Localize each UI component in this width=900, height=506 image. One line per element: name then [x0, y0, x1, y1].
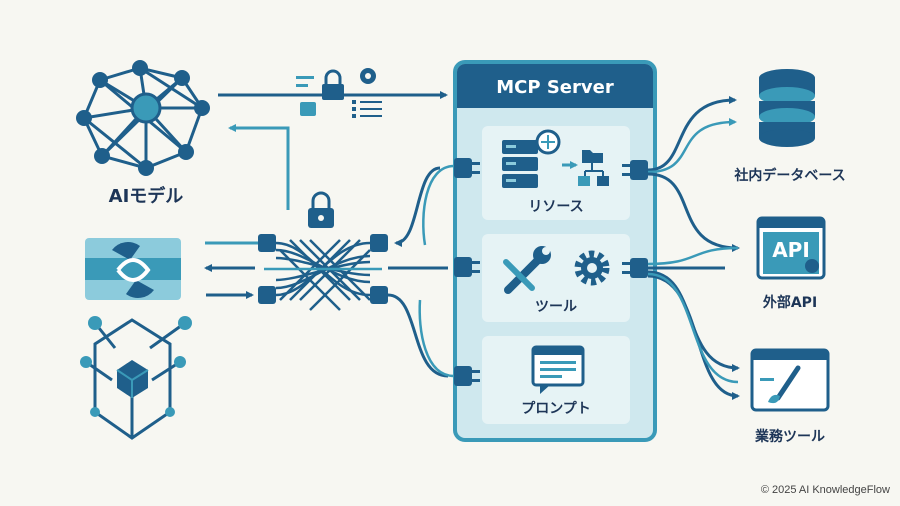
section-label-prompts: プロンプト — [521, 401, 591, 417]
copyright-text: © 2025 AI KnowledgeFlow — [760, 484, 890, 496]
connector-hub-icon — [85, 238, 181, 300]
prompt-section — [482, 336, 630, 424]
folder-tree-icon — [578, 150, 609, 186]
resource-section — [482, 126, 630, 220]
tool-section — [482, 234, 630, 322]
wrench-icon — [503, 246, 551, 294]
api-badge-text: API — [772, 238, 810, 262]
external-api-label: 外部API — [762, 295, 818, 311]
lock-icon-top — [296, 69, 344, 100]
business-tools-label: 業務ツール — [755, 429, 825, 445]
center-connector-mesh — [258, 234, 388, 311]
ai-model-network-icon — [76, 60, 210, 176]
mcp-server-title: MCP Server — [496, 76, 614, 98]
gear-icon — [574, 250, 610, 286]
chat-window-icon — [531, 345, 585, 394]
lock-icon-middle — [308, 191, 334, 228]
document-lines-icon — [300, 100, 382, 118]
response-arrow — [228, 124, 290, 210]
api-window-icon — [756, 216, 826, 280]
right-connection-lines — [647, 96, 740, 400]
internal-database-label: 社内データベース — [734, 168, 846, 184]
server-left-plugs — [454, 158, 480, 386]
server-right-plugs — [622, 160, 648, 278]
brush-window-icon — [750, 348, 830, 412]
cube-network-icon — [80, 316, 192, 440]
database-icon — [759, 69, 815, 147]
section-label-tools: ツール — [535, 299, 577, 315]
left-connection-lines — [204, 241, 258, 299]
settings-icon-top — [360, 68, 376, 84]
server-rack-icon — [502, 129, 561, 188]
ai-model-label: AIモデル — [108, 186, 184, 207]
section-label-resources: リソース — [528, 199, 584, 215]
mesh-to-server-lines — [387, 164, 455, 378]
